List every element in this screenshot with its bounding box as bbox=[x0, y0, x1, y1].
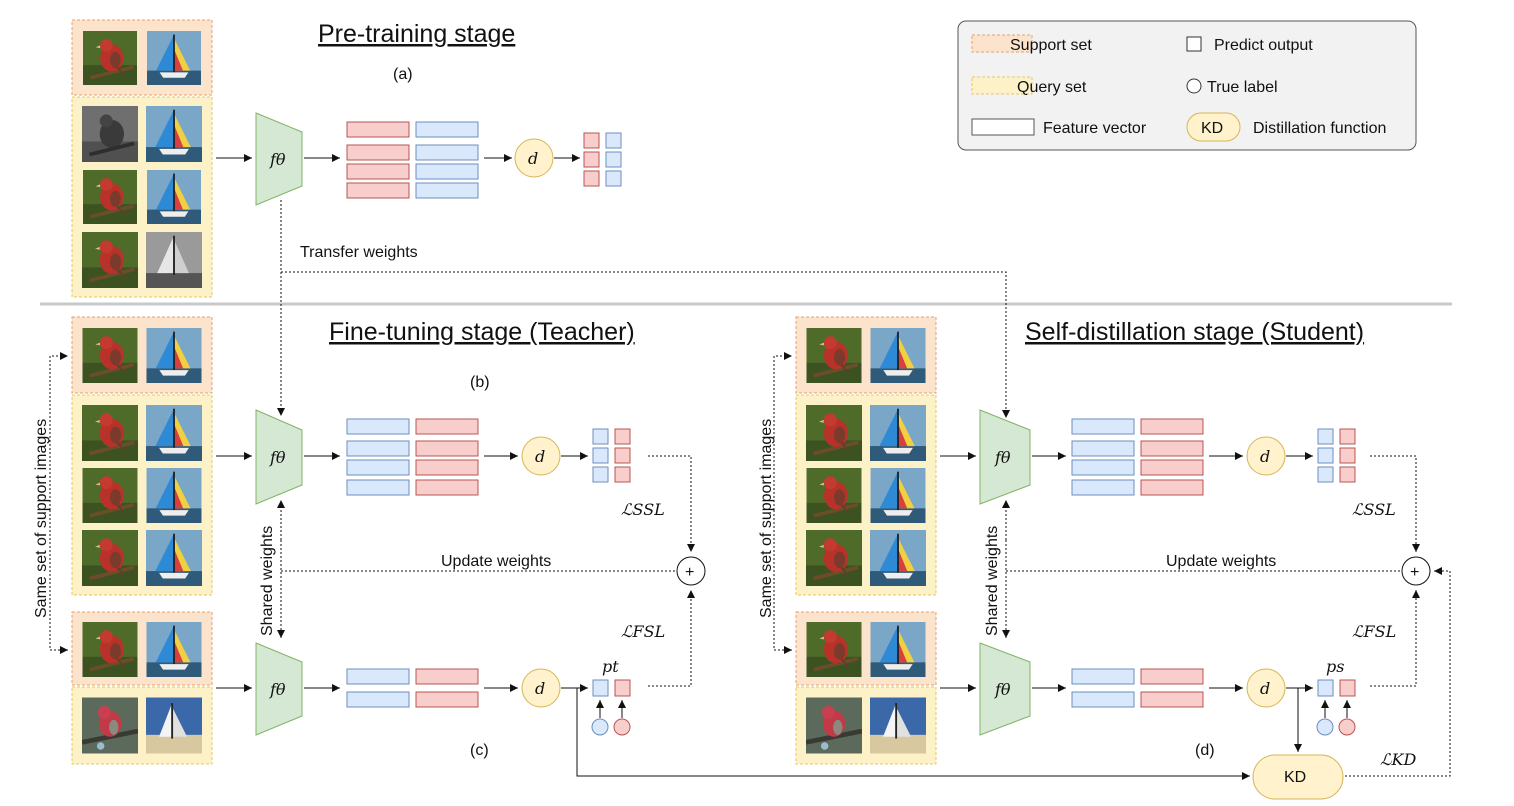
student-image-stack bbox=[795, 316, 937, 765]
kd-label: KD bbox=[1284, 769, 1306, 786]
encoder-label: fθ bbox=[269, 680, 286, 699]
panel-label-b: (b) bbox=[470, 374, 490, 391]
ps-label: ps bbox=[1326, 657, 1344, 676]
teacher-encoder-bottom bbox=[255, 642, 303, 736]
feature-vectors bbox=[1071, 668, 1204, 708]
boat-image bbox=[146, 106, 202, 162]
update-weights-label: Update weights bbox=[1166, 553, 1276, 570]
true-label-circle bbox=[1316, 718, 1334, 736]
panel-label-c: (c) bbox=[470, 742, 489, 759]
boat-image bbox=[147, 31, 201, 85]
distance-label: d bbox=[1260, 447, 1270, 466]
distance-node bbox=[1246, 668, 1286, 708]
plus-sign: + bbox=[1410, 564, 1419, 581]
encoder-label: fθ bbox=[994, 448, 1011, 467]
encoder-block bbox=[255, 112, 303, 206]
distance-label: d bbox=[535, 679, 545, 698]
panel-label-a: (a) bbox=[393, 66, 413, 83]
legend-query-set: Query set bbox=[1017, 79, 1087, 96]
sum-node bbox=[1401, 556, 1431, 586]
true-label-circle bbox=[613, 718, 631, 736]
loss-kd-label: ℒKD bbox=[1380, 750, 1416, 769]
plus-sign: + bbox=[685, 564, 694, 581]
distance-node bbox=[514, 138, 554, 178]
legend: Support set Query set Feature vector Pre… bbox=[957, 20, 1417, 151]
loss-ssl-label: ℒSSL bbox=[1352, 500, 1396, 519]
transfer-weights-label: Transfer weights bbox=[300, 244, 418, 261]
pretrain-image-stack bbox=[71, 19, 213, 298]
bird-image-rotated bbox=[82, 170, 138, 224]
teacher-encoder-top bbox=[255, 409, 303, 505]
true-label-circle bbox=[1338, 718, 1356, 736]
encoder-label: fθ bbox=[269, 448, 286, 467]
update-weights-label: Update weights bbox=[441, 553, 551, 570]
predict-output bbox=[592, 679, 609, 697]
student-encoder-top bbox=[979, 409, 1031, 505]
shared-weights-label: Shared weights bbox=[984, 526, 1001, 636]
bird-image-dark bbox=[82, 232, 138, 288]
bird-image-gray bbox=[82, 106, 138, 162]
pt-label: pt bbox=[602, 657, 619, 676]
feature-vectors bbox=[1071, 418, 1204, 496]
distance-label: d bbox=[1260, 679, 1270, 698]
student-encoder-bottom bbox=[979, 642, 1031, 736]
legend-support-set: Support set bbox=[1010, 37, 1092, 54]
distance-node bbox=[521, 436, 561, 476]
teacher-image-stack bbox=[71, 316, 213, 765]
legend-distillation-function: Distillation function bbox=[1253, 120, 1386, 137]
same-support-label: Same set of support images bbox=[758, 419, 775, 618]
loss-fsl-label: ℒFSL bbox=[1352, 622, 1396, 641]
boat-image-gray bbox=[146, 232, 202, 288]
boat-image-rotated bbox=[147, 170, 201, 224]
pretraining-title: Pre-training stage bbox=[318, 20, 515, 48]
sum-node bbox=[676, 556, 706, 586]
same-support-edge bbox=[49, 352, 68, 510]
true-label-circle bbox=[591, 718, 609, 736]
shared-weights-label: Shared weights bbox=[259, 526, 276, 636]
predict-output-grid bbox=[592, 428, 631, 483]
bird-image bbox=[82, 31, 138, 85]
feature-vectors bbox=[346, 121, 479, 199]
feature-vectors bbox=[346, 668, 479, 708]
legend-true-label: True label bbox=[1207, 79, 1278, 96]
distance-label: d bbox=[528, 149, 538, 168]
kd-node bbox=[1252, 754, 1344, 800]
encoder-label: fθ bbox=[269, 150, 286, 169]
selfdistill-title: Self-distillation stage (Student) bbox=[1025, 318, 1364, 346]
distance-label: d bbox=[535, 447, 545, 466]
predict-output-grid bbox=[583, 132, 622, 187]
encoder-label: fθ bbox=[994, 680, 1011, 699]
transfer-weights-edge-right bbox=[281, 271, 1010, 418]
predict-output bbox=[1317, 679, 1334, 697]
panel-label-d: (d) bbox=[1195, 742, 1215, 759]
legend-predict-output: Predict output bbox=[1214, 37, 1313, 54]
feature-vectors bbox=[346, 418, 479, 496]
distance-node bbox=[1246, 436, 1286, 476]
same-support-label: Same set of support images bbox=[33, 419, 50, 618]
finetuning-title: Fine-tuning stage (Teacher) bbox=[329, 318, 635, 346]
legend-feature-vector: Feature vector bbox=[1043, 120, 1147, 137]
predict-output bbox=[1339, 679, 1356, 697]
loss-ssl-label: ℒSSL bbox=[621, 500, 665, 519]
predict-output-grid bbox=[1317, 428, 1356, 483]
legend-kd: KD bbox=[1201, 120, 1223, 137]
loss-fsl-label: ℒFSL bbox=[621, 622, 665, 641]
predict-output bbox=[614, 679, 631, 697]
distance-node bbox=[521, 668, 561, 708]
